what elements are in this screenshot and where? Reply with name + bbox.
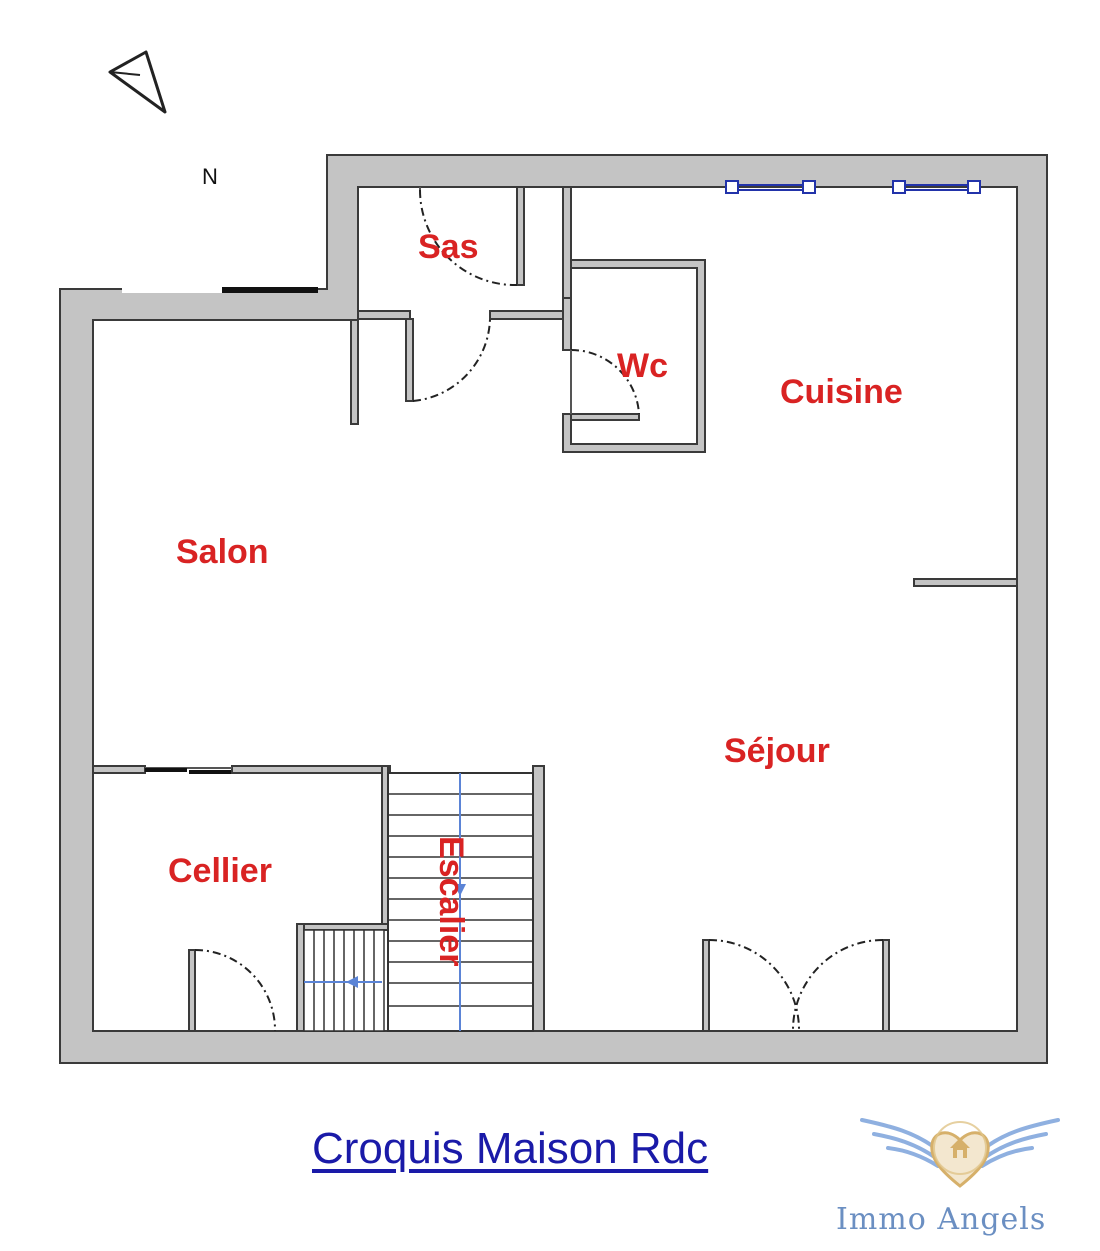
kitchen-window-left <box>725 180 816 194</box>
room-label-wc: Wc <box>617 347 668 385</box>
north-arrow-icon <box>108 50 167 114</box>
room-label-salon: Salon <box>176 533 269 571</box>
room-label-sas: Sas <box>418 228 479 266</box>
room-label-cellier: Cellier <box>168 852 272 890</box>
room-label-sejour: Séjour <box>724 732 830 770</box>
brand-name: Immo Angels <box>836 1202 1047 1237</box>
room-label-cuisine: Cuisine <box>780 373 903 411</box>
north-label: N <box>202 164 218 189</box>
winged-heart-logo-icon <box>860 1118 1060 1188</box>
staircase <box>303 772 534 1032</box>
floor-plan: N <box>59 50 1048 1064</box>
stair-arrow-down-icon <box>454 884 466 896</box>
kitchen-window-right <box>892 180 981 194</box>
plan-caption: Croquis Maison Rdc <box>312 1124 709 1173</box>
room-label-escalier: Escalier <box>432 836 470 966</box>
stair-arrow-left-icon <box>346 976 358 988</box>
interior-walls <box>92 186 1018 1032</box>
door-swings <box>194 189 884 1032</box>
